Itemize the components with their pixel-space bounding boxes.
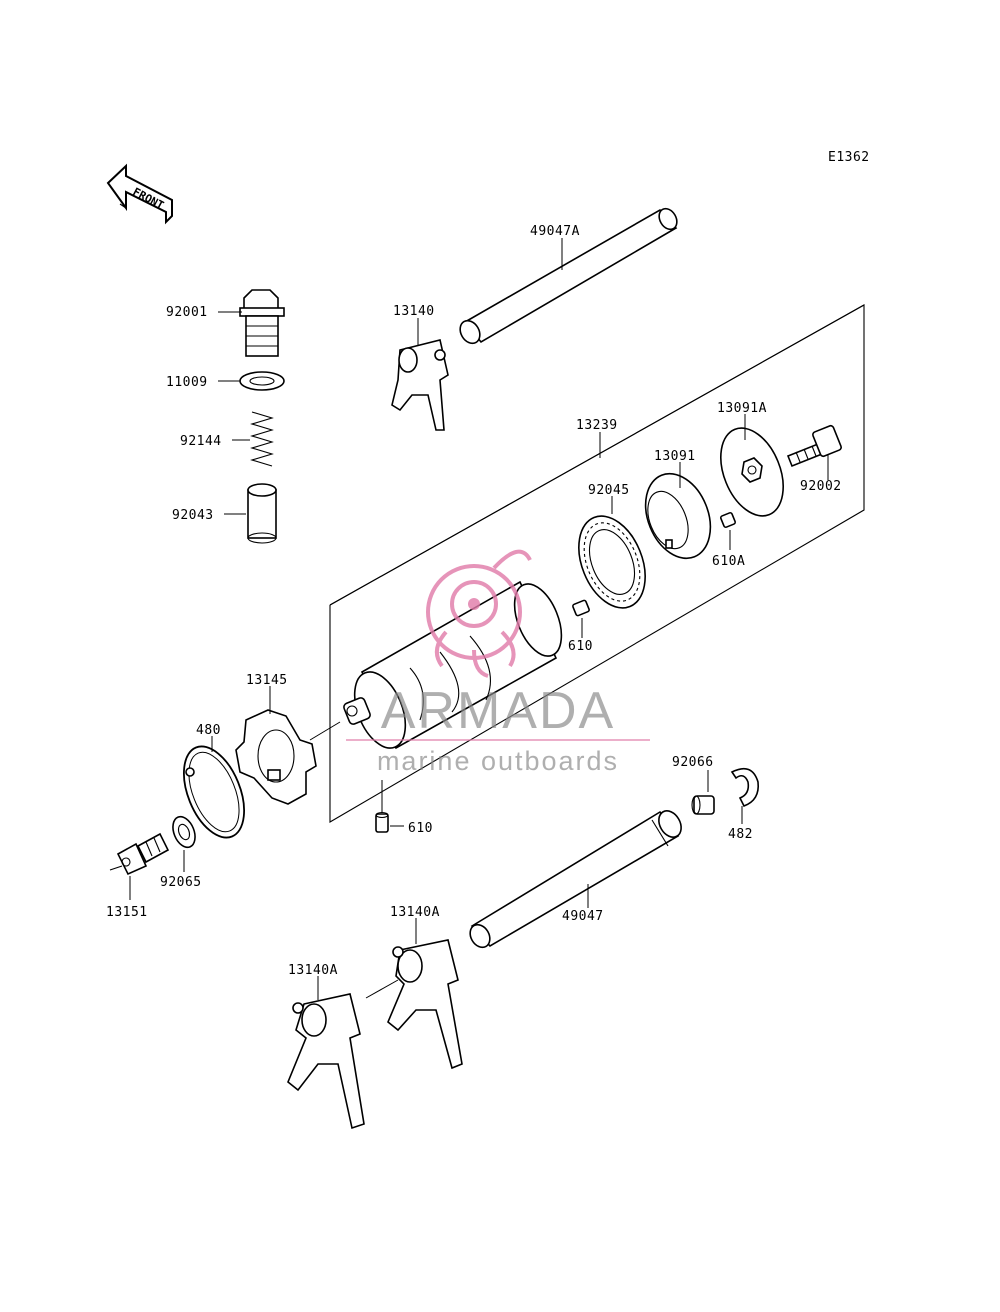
label-482: 482 — [728, 827, 753, 842]
pin-92043 — [247, 483, 277, 544]
label-92144: 92144 — [180, 434, 222, 449]
bearing-92045 — [578, 515, 646, 609]
watermark-brand: ARMADA — [381, 682, 615, 740]
collar-92066 — [691, 795, 715, 815]
label-13140: 13140 — [393, 304, 435, 319]
circlip-480 — [183, 745, 245, 839]
label-13140A-lower: 13140A — [288, 963, 338, 978]
label-610-top: 610 — [568, 639, 593, 654]
pin-610A — [719, 511, 737, 529]
cam-13091 — [644, 472, 712, 560]
label-610A: 610A — [712, 554, 745, 569]
shift-fork-13140A-upper — [387, 939, 463, 1070]
label-92002: 92002 — [800, 479, 842, 494]
plug-92001 — [239, 289, 285, 357]
front-arrow-icon: FRONT — [106, 163, 173, 225]
pin-610-top — [572, 599, 590, 617]
label-92066: 92066 — [672, 755, 714, 770]
shift-drum — [343, 580, 563, 750]
shaft-49047 — [469, 810, 682, 949]
label-49047: 49047 — [562, 909, 604, 924]
spring-92144 — [250, 411, 274, 467]
label-13091A: 13091A — [717, 401, 767, 416]
label-13145: 13145 — [246, 673, 288, 688]
switch-13151 — [109, 832, 170, 876]
bolt-92002 — [786, 424, 842, 468]
label-13151: 13151 — [106, 905, 148, 920]
label-11009: 11009 — [166, 375, 208, 390]
pin-610-bottom — [375, 811, 389, 833]
watermark-logo: ARMADA marine outboards — [346, 549, 650, 776]
diagram-code: E1362 — [828, 150, 870, 165]
washer-11009 — [239, 371, 285, 391]
label-92045: 92045 — [588, 483, 630, 498]
plate-13091A — [720, 427, 784, 517]
watermark-tagline: marine outboards — [377, 746, 619, 776]
eclip-482 — [730, 767, 760, 808]
octopus-logo-icon — [426, 549, 532, 678]
label-92043: 92043 — [172, 508, 214, 523]
label-480: 480 — [196, 723, 221, 738]
label-13239: 13239 — [576, 418, 618, 433]
label-92065: 92065 — [160, 875, 202, 890]
label-13091: 13091 — [654, 449, 696, 464]
plate-13145 — [235, 709, 317, 805]
label-610-bottom: 610 — [408, 821, 433, 836]
label-13140A-upper: 13140A — [390, 905, 440, 920]
label-49047A: 49047A — [530, 224, 580, 239]
shaft-49047A — [459, 207, 678, 345]
label-92001: 92001 — [166, 305, 208, 320]
shift-fork-13140 — [391, 339, 449, 431]
shift-fork-13140A-lower — [287, 993, 365, 1130]
washer-92065 — [172, 815, 196, 849]
